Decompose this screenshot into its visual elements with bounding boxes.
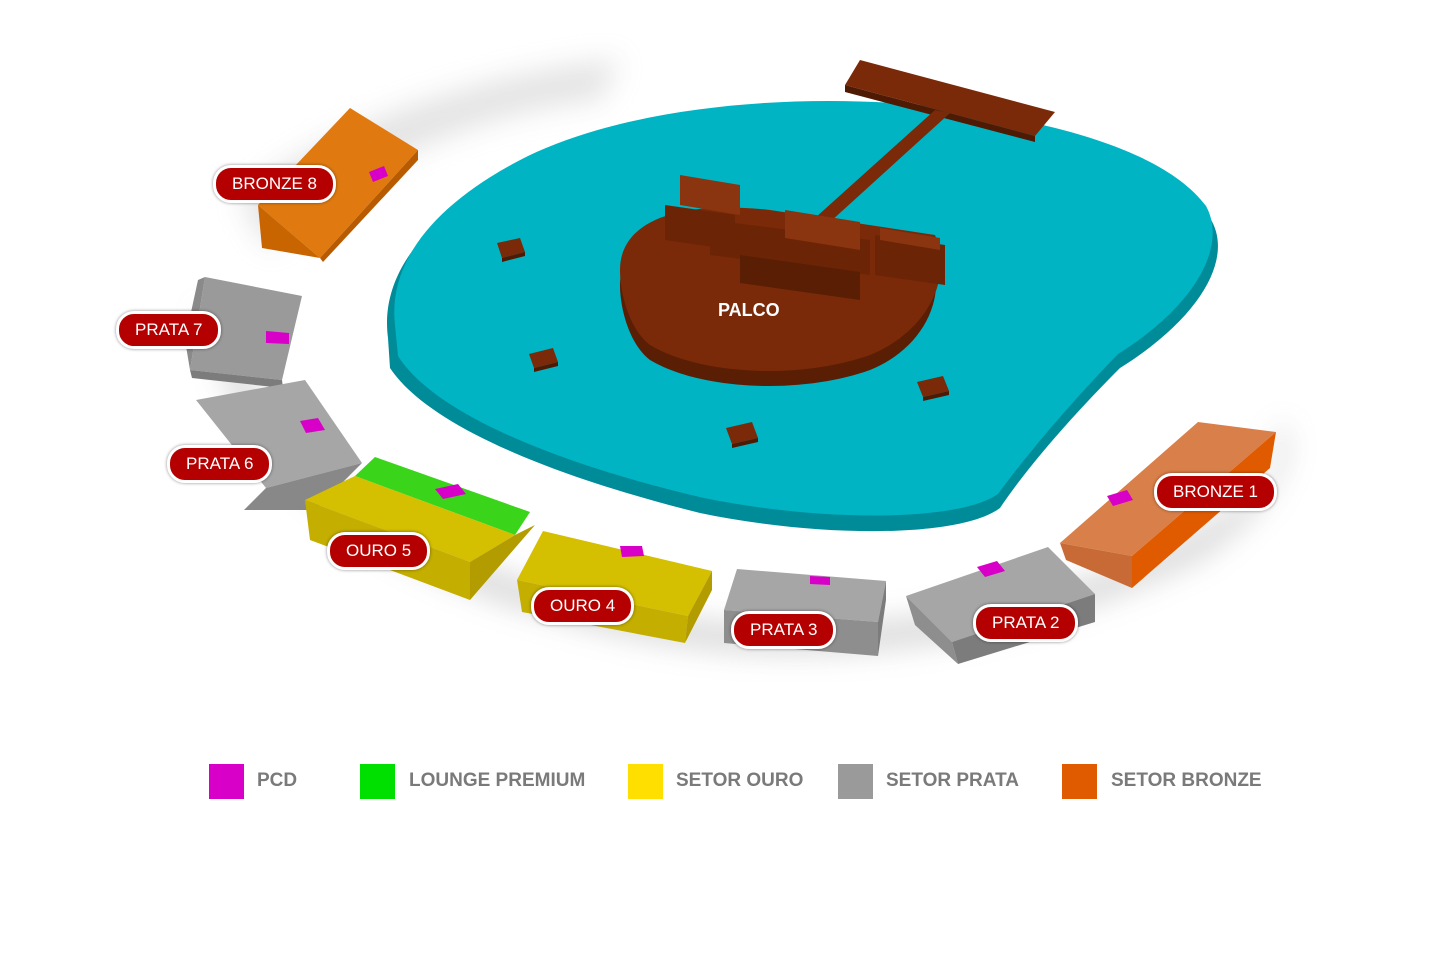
legend-swatch-pcd [209, 764, 244, 799]
sector-prata-6[interactable] [196, 380, 362, 510]
floor-platform [726, 422, 758, 448]
legend-label: SETOR PRATA [886, 770, 1020, 791]
legend-label: SETOR OURO [676, 770, 804, 791]
sector-label-ouro-5[interactable]: OURO 5 [327, 532, 431, 570]
sector-label-prata-3[interactable]: PRATA 3 [731, 611, 837, 649]
stage-label: PALCO [718, 300, 780, 320]
stage-runway [815, 60, 1055, 222]
pcd-marker [620, 546, 644, 557]
legend-swatch-setor-ouro [628, 764, 663, 799]
sector-label-prata-7[interactable]: PRATA 7 [116, 311, 222, 349]
sector-label-prata-6[interactable]: PRATA 6 [167, 445, 273, 483]
sector-label-bronze-8[interactable]: BRONZE 8 [213, 165, 337, 203]
legend-swatch-setor-prata [838, 764, 873, 799]
pcd-marker [435, 484, 466, 499]
legend-label: PCD [257, 770, 298, 791]
floor-platform [497, 238, 525, 262]
pcd-marker [1107, 490, 1133, 506]
stage-palco[interactable] [620, 175, 945, 387]
pcd-marker [369, 166, 388, 182]
legend: PCD LOUNGE PREMIUM SETOR OURO SETOR PRAT… [0, 762, 1440, 802]
legend-swatch-setor-bronze [1062, 764, 1097, 799]
legend-label: LOUNGE PREMIUM [409, 770, 586, 791]
sector-label-bronze-1[interactable]: BRONZE 1 [1154, 473, 1278, 511]
floor-platforms [497, 238, 949, 448]
sector-bronze-8[interactable] [258, 108, 418, 262]
sector-label-prata-2[interactable]: PRATA 2 [973, 604, 1079, 642]
legend-swatch-lounge-premium [360, 764, 395, 799]
legend-label: SETOR BRONZE [1111, 770, 1262, 791]
floor-platform [917, 376, 949, 401]
pcd-marker [810, 576, 830, 585]
pcd-marker [300, 418, 325, 433]
sector-label-ouro-4[interactable]: OURO 4 [531, 587, 635, 625]
pcd-marker [977, 561, 1005, 577]
floor-platform [529, 348, 558, 372]
pcd-marker [266, 331, 289, 344]
